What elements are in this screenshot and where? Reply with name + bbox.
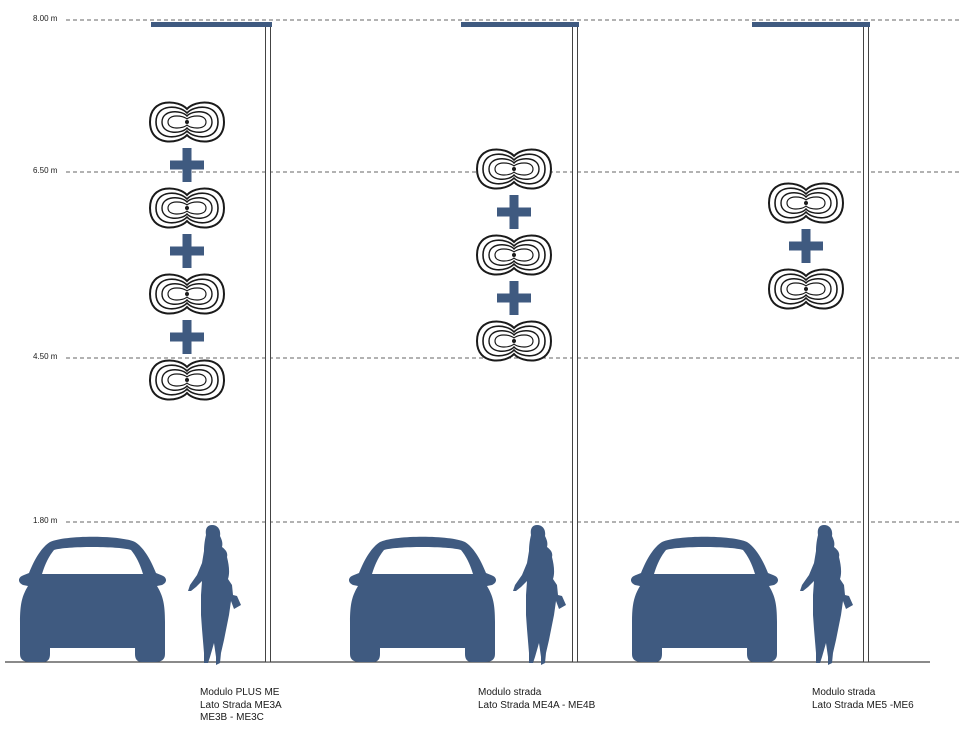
caption-line: Modulo strada [478,687,542,698]
caption-line: Lato Strada ME5 -ME6 [812,699,914,711]
car-silhouette [630,536,779,662]
caption-line: Lato Strada ME4A - ME4B [478,699,596,711]
lamp-pole [863,23,869,663]
led-module-icon [476,148,552,190]
plus-icon [170,234,204,268]
led-module-icon [149,359,225,401]
caption-line: Modulo strada [812,687,876,698]
luminaire-head [151,22,272,27]
led-module-icon [149,187,225,229]
plus-icon [789,229,823,263]
car-silhouette [18,536,167,662]
height-label: 1.80 m [33,516,58,525]
height-label: 4.50 m [33,352,58,361]
caption-line: Lato Strada ME3A [200,699,282,711]
plus-icon [170,148,204,182]
pedestrian-silhouette [513,525,566,665]
led-module-icon [768,268,844,310]
luminaire-head [461,22,579,27]
led-module-icon [768,182,844,224]
led-module-icon [149,101,225,143]
plus-icon [170,320,204,354]
caption-line: ME3B - ME3C [200,712,264,723]
caption-line: Modulo PLUS ME [200,687,280,698]
height-label: 6.50 m [33,166,58,175]
led-module-icon [149,273,225,315]
lamp-pole [572,23,578,663]
led-module-icon [476,320,552,362]
pedestrian-silhouette [800,525,853,665]
lamp-pole [265,23,271,663]
height-label: 8.00 m [33,14,58,23]
luminaire-head [752,22,870,27]
plus-icon [497,281,531,315]
led-module-icon [476,234,552,276]
pedestrian-silhouette [188,525,241,665]
plus-icon [497,195,531,229]
car-silhouette [348,536,497,662]
